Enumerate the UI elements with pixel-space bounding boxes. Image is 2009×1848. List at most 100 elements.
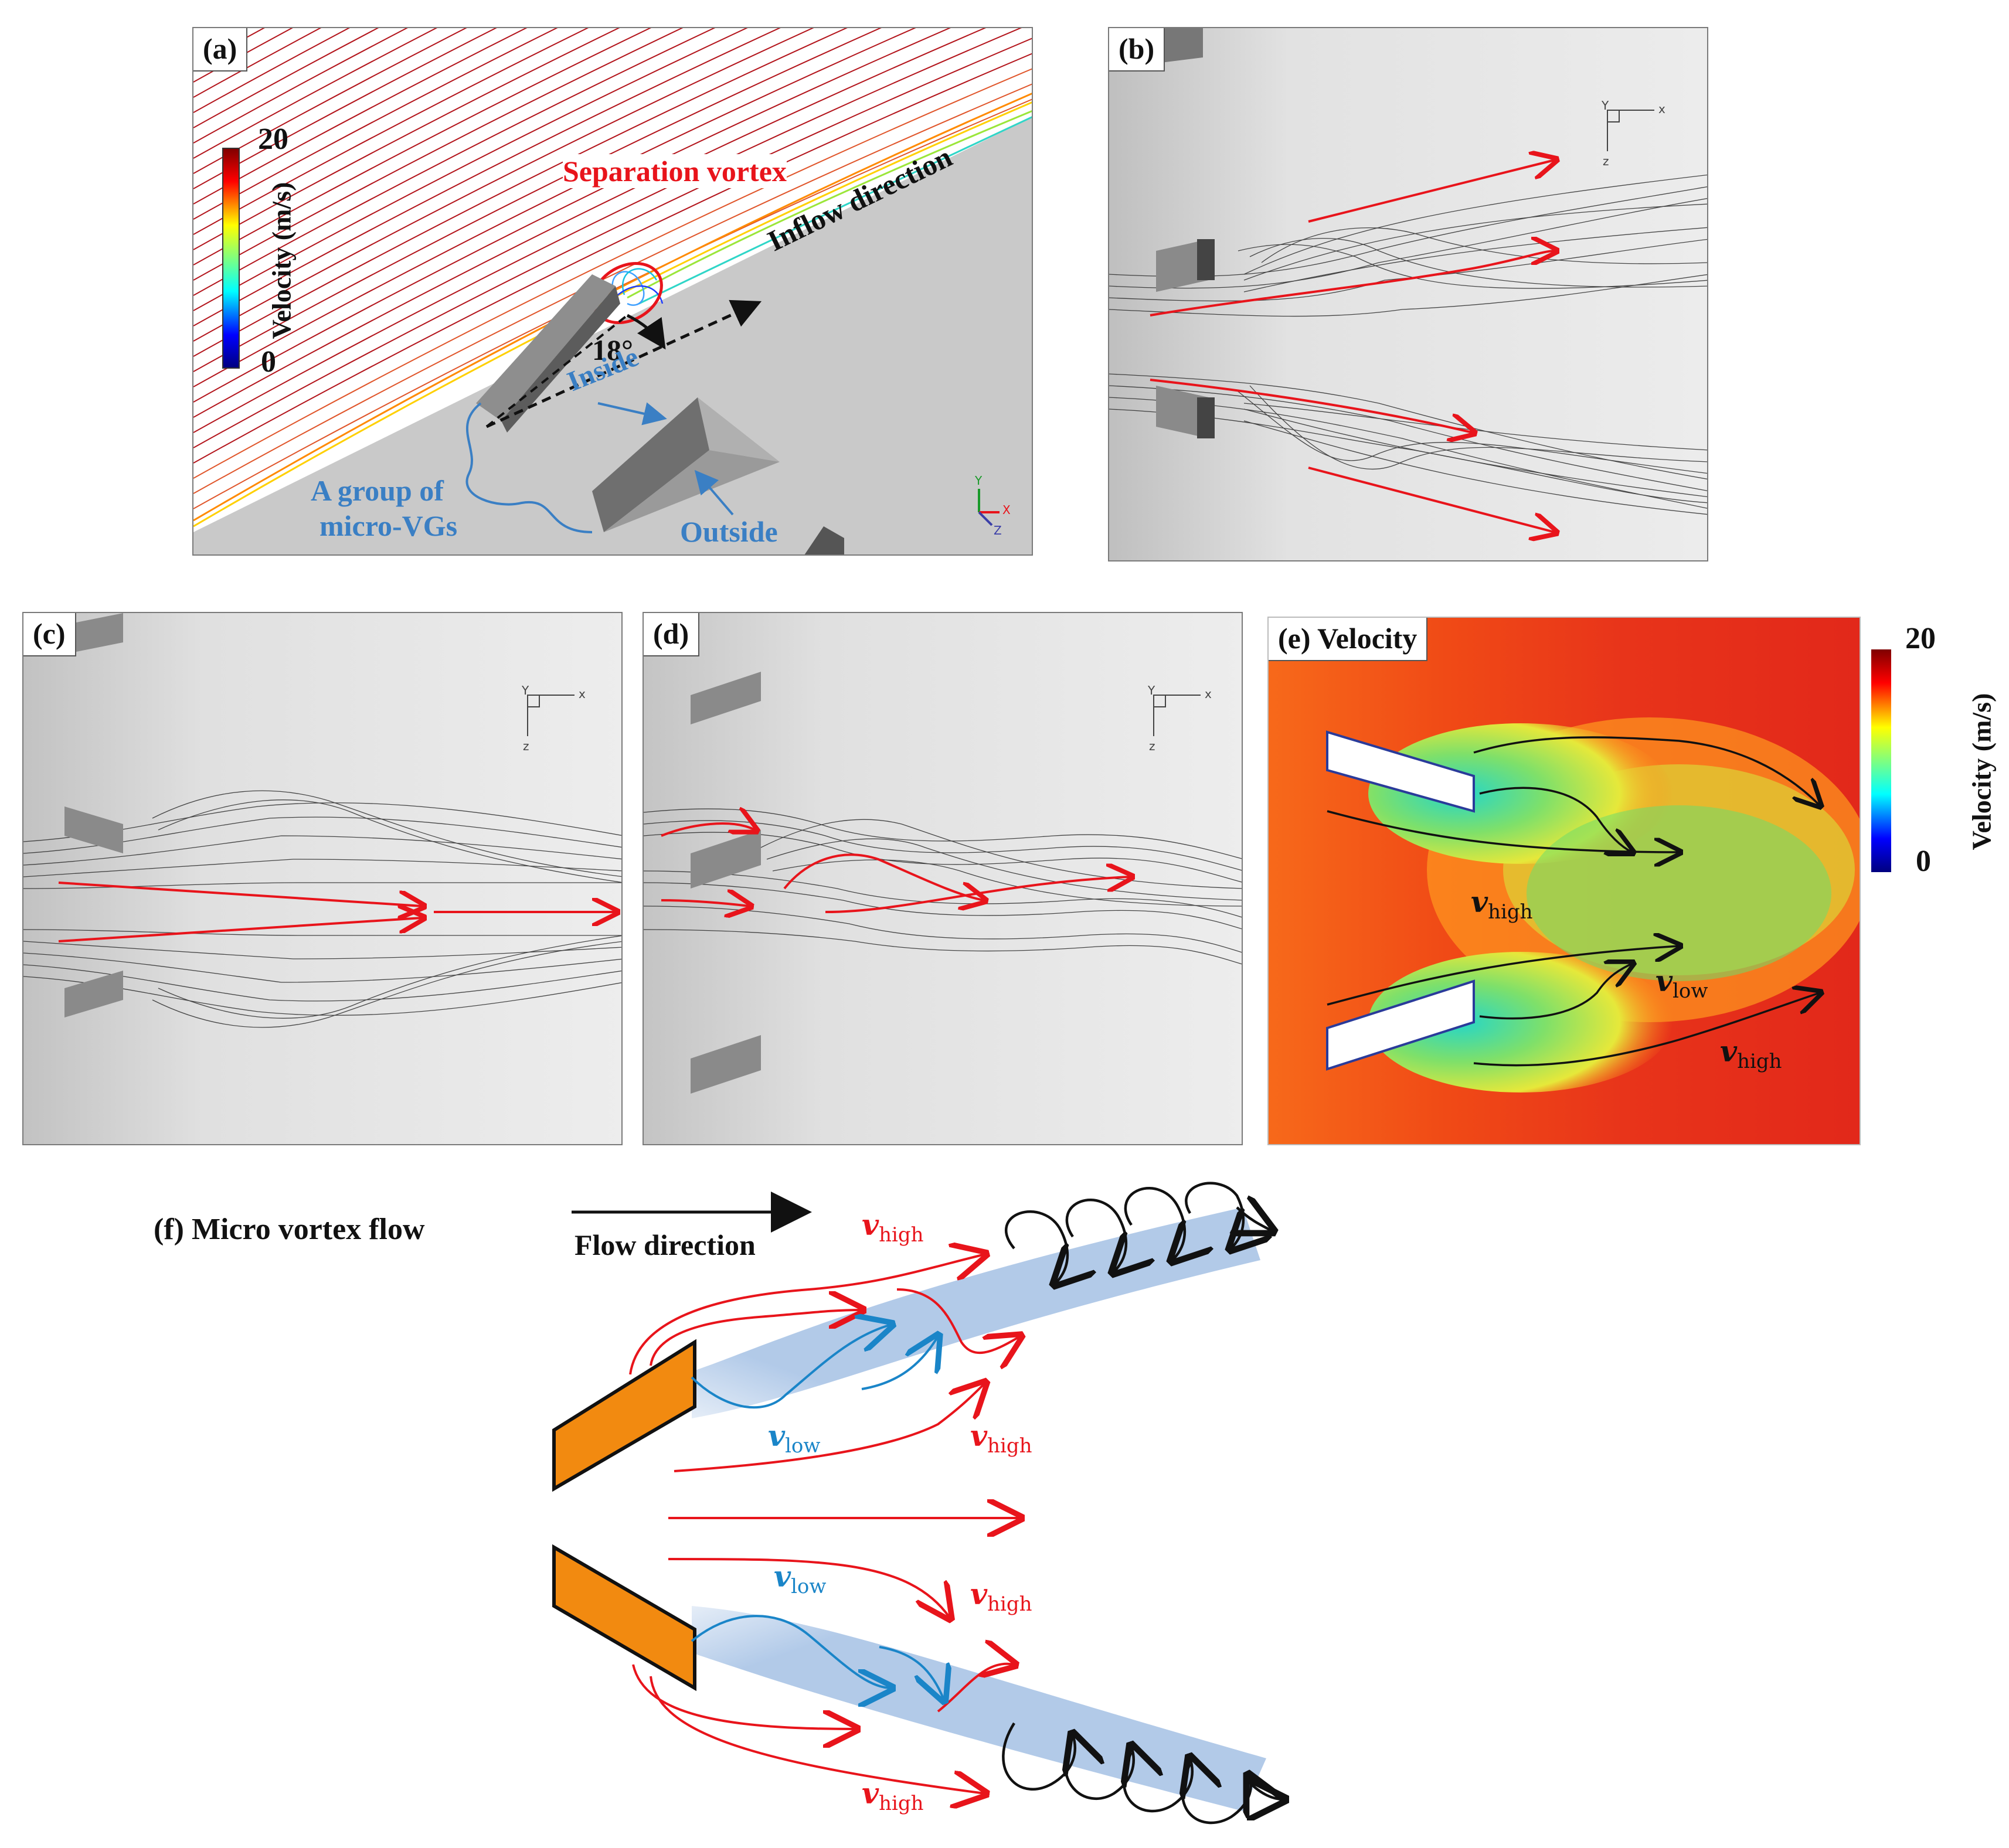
panel-e-colorbar-min: 0: [1916, 845, 1931, 878]
panel-c-axes-glyph: [527, 695, 575, 736]
panel-a-colorbar: [222, 148, 240, 369]
panel-f-v-low-bottom: vlow: [774, 1559, 827, 1598]
vortex-swirls-top: [1005, 1182, 1272, 1284]
streamline: [193, 28, 1022, 433]
panel-b-vgs: [1156, 28, 1215, 438]
panel-e-flow-arrows: [1327, 736, 1820, 1067]
panel-b-figure: [1109, 28, 1707, 560]
streamline: [193, 28, 651, 266]
streamline: [193, 28, 467, 174]
panel-e: (e) Velocity vhigh vlow vhigh: [1267, 617, 1861, 1145]
streamline: [193, 28, 684, 281]
panel-c-axis-y: Y: [522, 683, 529, 697]
panel-d-figure: [644, 613, 1242, 1144]
panel-f-v-high-bottom-1: vhigh: [970, 1577, 1032, 1616]
panel-e-figure: [1269, 618, 1860, 1144]
panel-d-axis-x: x: [1205, 687, 1212, 701]
colorbar-title: Velocity (m/s): [266, 182, 297, 339]
outside-arrow: [694, 469, 734, 516]
panel-d-axis-y: Y: [1148, 683, 1155, 697]
streamline: [193, 28, 781, 326]
panel-b-axis-y: Y: [1602, 98, 1609, 113]
panel-d-axes-glyph: [1153, 695, 1201, 736]
panel-e-colorbar-title: Velocity (m/s): [1966, 693, 1997, 850]
panel-f-figure: [552, 1182, 2009, 1825]
panel-b-label: (b): [1109, 28, 1165, 72]
panel-f-v-high-bottom-2: vhigh: [862, 1776, 924, 1815]
panel-e-v-high-label-2: vhigh: [1720, 1034, 1782, 1073]
axis-triad: [978, 489, 1000, 526]
panel-c-vgs: [64, 613, 123, 1017]
streamline: [193, 28, 814, 342]
triad-y: Y: [975, 474, 983, 488]
vortex-tube-top: [692, 1207, 1260, 1418]
panel-e-vgs: [1326, 730, 1475, 1071]
panel-b-axes-glyph: [1607, 110, 1654, 151]
panel-d-red-arrows: [661, 823, 1130, 912]
panel-e-colorbar: [1871, 649, 1891, 872]
streamline: [193, 53, 1032, 464]
panel-c-red-arrows: [58, 882, 616, 942]
micro-vg-blade-1: [476, 274, 620, 433]
streamline: [193, 28, 589, 235]
streamline: [193, 28, 620, 250]
panel-d-vgs: [691, 672, 761, 1094]
angle-label: 18°: [592, 333, 633, 366]
colorbar-min: 0: [261, 345, 276, 379]
panel-a-figure: [193, 28, 1032, 554]
panel-f-red-flows-top: [629, 1254, 1020, 1518]
streamline: [193, 28, 528, 205]
streamline: [193, 28, 748, 311]
angle-arc: [626, 314, 666, 350]
panel-b-vortex-bundle-top: [1109, 174, 1707, 317]
panel-e-v-high-label: vhigh: [1471, 884, 1533, 924]
streamline: [193, 28, 408, 144]
vg-blade-top: [552, 1339, 696, 1492]
panel-f-v-low-top: vlow: [768, 1418, 821, 1458]
panel-e-v-low-label: vlow: [1656, 964, 1708, 1003]
streamline: [193, 68, 1032, 479]
streamline: [193, 28, 987, 418]
panel-e-wake-bottom: [1368, 952, 1673, 1093]
panel-c-label: (c): [23, 613, 76, 656]
micro-vg-blade-2: [592, 397, 780, 532]
separation-vortex-label: Separation vortex: [563, 154, 787, 188]
triad-x: X: [1002, 503, 1011, 517]
streamline: [193, 28, 497, 189]
inflow-direction-arrow: [485, 300, 762, 428]
panel-f-blue-flows-bottom: [691, 1615, 944, 1700]
panel-b-axis-z: z: [1603, 154, 1609, 168]
panel-a-label: (a): [193, 28, 248, 72]
panel-b: (b) x Y z: [1108, 27, 1708, 561]
streamline: [193, 28, 558, 220]
panel-c-axis-x: x: [579, 687, 586, 701]
colorbar-max: 20: [258, 122, 288, 156]
panel-a: (a) 20 0 Velocity (m/s) Separation vorte…: [192, 27, 1033, 556]
panel-f-label: (f) Micro vortex flow: [154, 1213, 425, 1246]
panel-c-figure: [23, 613, 621, 1144]
streamline: [193, 28, 322, 98]
streamline: [193, 83, 1032, 494]
vg-axis-dashed-line: [485, 314, 628, 428]
panel-c: (c) x Y z: [22, 612, 623, 1145]
outside-label: Outside: [680, 515, 778, 548]
streamline: [193, 28, 716, 296]
panel-b-axis-x: x: [1658, 102, 1665, 116]
micro-vg-blade-3: [804, 526, 844, 554]
flow-direction-label: Flow direction: [575, 1228, 756, 1261]
group-label-line-2: micro-VGs: [319, 509, 458, 542]
panel-e-label: (e) Velocity: [1269, 618, 1428, 661]
panel-d-label: (d): [644, 613, 700, 656]
panel-f-v-high-mid: vhigh: [970, 1418, 1032, 1458]
vortex-tube-bottom: [692, 1606, 1266, 1811]
group-bracket-curve: [465, 402, 593, 533]
inside-arrow: [597, 402, 667, 426]
panel-e-colorbar-max: 20: [1905, 622, 1936, 655]
vortex-swirls-bottom: [1002, 1722, 1284, 1825]
panel-c-axis-z: z: [523, 739, 529, 753]
panel-f-blue-flows-top: [691, 1325, 938, 1409]
streamline: [193, 28, 379, 128]
panel-d-axis-z: z: [1149, 739, 1155, 753]
panel-f: (f) Micro vortex flow Flow direction vhi…: [0, 1172, 2009, 1848]
streamline: [193, 38, 1032, 448]
